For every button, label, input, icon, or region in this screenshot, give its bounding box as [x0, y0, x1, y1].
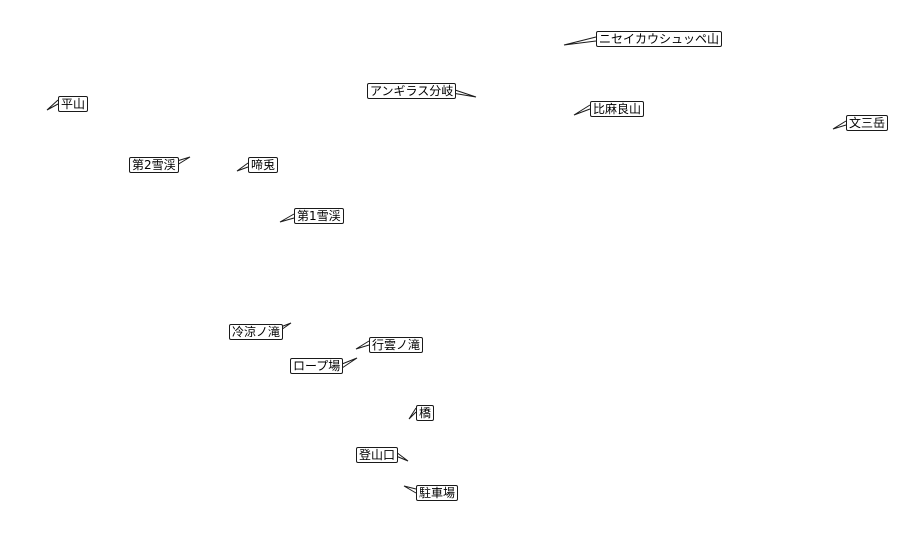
label-roopuba[interactable]: ロープ場 — [290, 358, 344, 374]
leader-chushajou — [403, 485, 417, 494]
label-chushajou[interactable]: 駐車場 — [416, 485, 459, 501]
label-reiryounotaki[interactable]: 冷涼ノ滝 — [229, 324, 284, 340]
label-niseikaushuppe[interactable]: ニセイカウシュッペ山 — [596, 31, 723, 47]
label-tozanguchi[interactable]: 登山口 — [356, 447, 399, 463]
leader-dai1sekkei — [279, 213, 295, 223]
label-himayama[interactable]: 比麻良山 — [590, 101, 645, 117]
leader-niseikaushuppe — [563, 36, 597, 46]
label-tenbou[interactable]: 啼兎 — [248, 157, 279, 173]
leader-kouunnotaki — [355, 340, 370, 350]
leader-roopuba — [341, 357, 358, 369]
label-hashi[interactable]: 橋 — [416, 405, 435, 421]
label-bunsandake[interactable]: 文三岳 — [846, 115, 889, 131]
leader-himayama — [573, 104, 591, 116]
leader-hirayama — [46, 99, 59, 111]
label-kouunnotaki[interactable]: 行雲ノ滝 — [369, 337, 424, 353]
label-hirayama[interactable]: 平山 — [58, 96, 89, 112]
leader-bunsandake — [832, 120, 847, 130]
label-dai2sekkei[interactable]: 第2雪渓 — [129, 157, 179, 173]
label-angirasu[interactable]: アンギラス分岐 — [367, 83, 457, 99]
label-dai1sekkei[interactable]: 第1雪渓 — [294, 208, 344, 224]
leader-tenbou — [236, 162, 249, 172]
leader-hashi — [408, 407, 417, 420]
leader-dai2sekkei — [176, 156, 191, 166]
